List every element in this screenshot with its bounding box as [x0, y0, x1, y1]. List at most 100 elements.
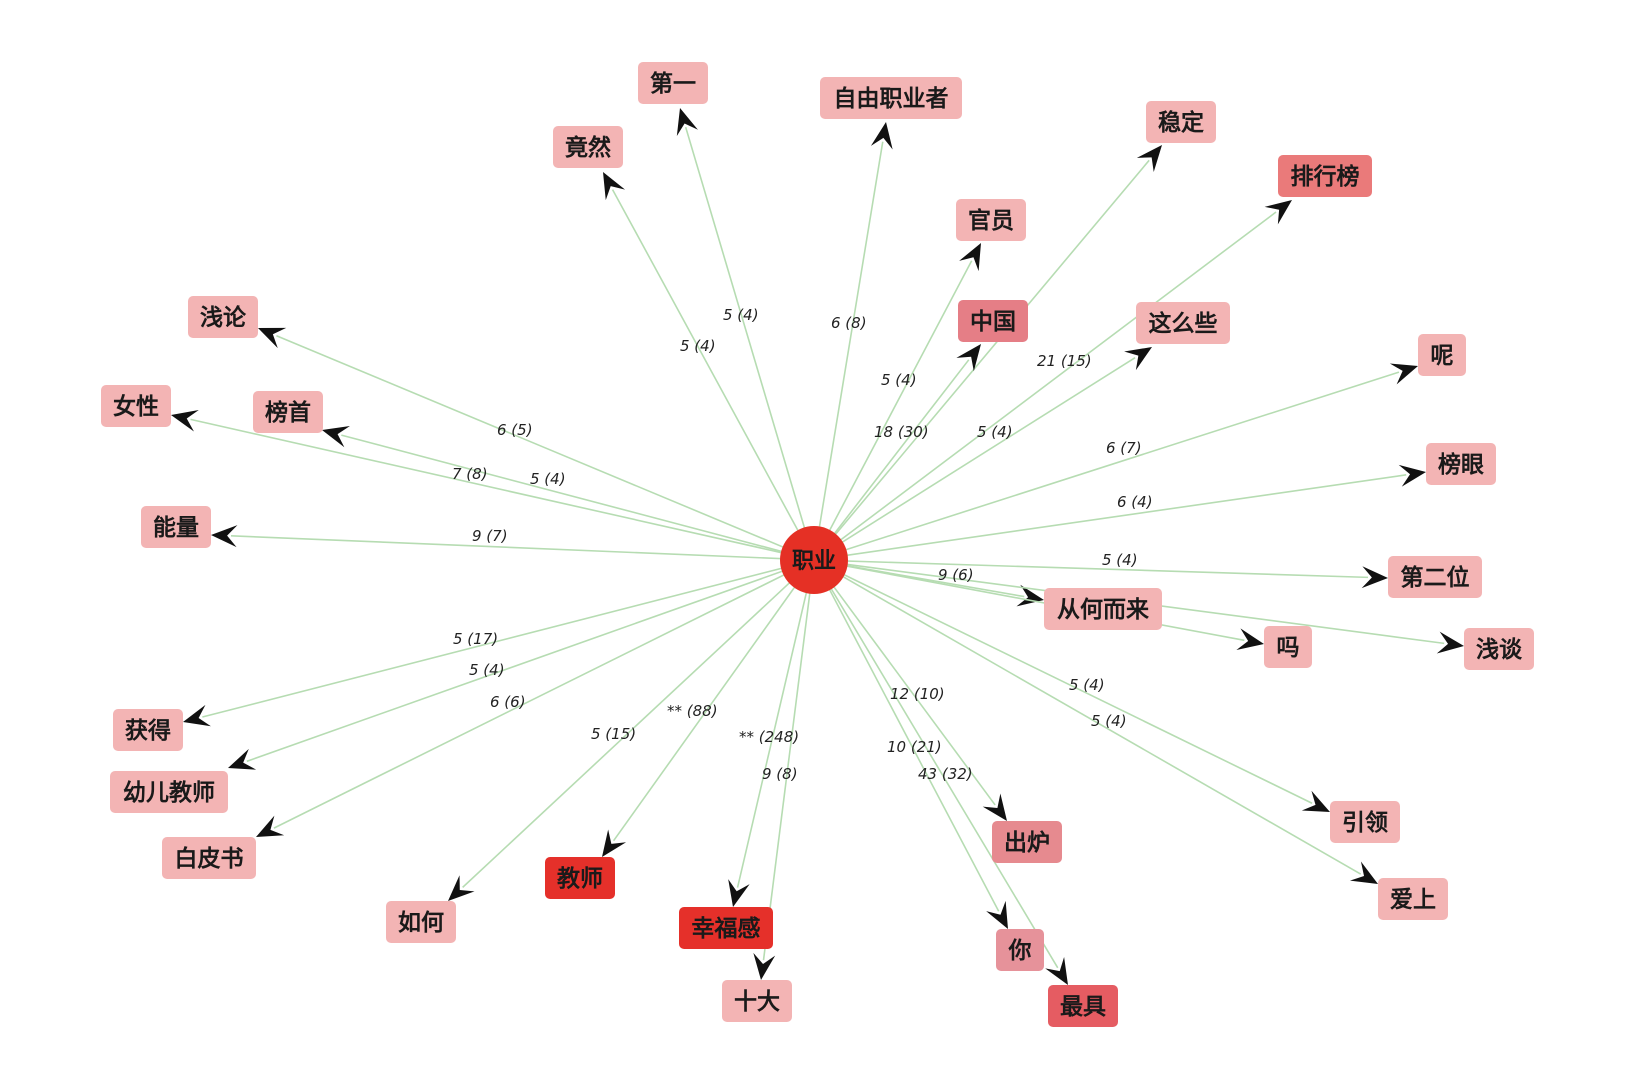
edge-n3 [603, 172, 812, 556]
node-n13[interactable]: 榜眼 [1426, 443, 1496, 485]
edge-weight-label: 5 (4) [469, 661, 505, 679]
node-box [545, 857, 615, 899]
node-n6[interactable]: 官员 [956, 199, 1026, 241]
node-n19[interactable]: 获得 [113, 709, 183, 751]
node-n16[interactable]: 从何而来 [1044, 588, 1162, 630]
node-n5[interactable]: 排行榜 [1278, 155, 1372, 197]
node-n21[interactable]: 白皮书 [162, 837, 256, 879]
node-label: 从何而来 [1057, 597, 1150, 623]
edge-line [612, 564, 812, 842]
node-n29[interactable]: 十大 [722, 980, 792, 1022]
node-n30[interactable]: 最具 [1048, 985, 1118, 1027]
edge-line [273, 561, 809, 829]
node-box [1464, 628, 1534, 670]
arrowhead-icon [1045, 957, 1068, 985]
edge-line [341, 434, 809, 560]
node-n27[interactable]: 幸福感 [679, 907, 773, 949]
node-label: 浅谈 [1476, 637, 1523, 663]
node-n3[interactable]: 竟然 [553, 126, 623, 168]
node-box [1330, 801, 1400, 843]
arrowhead-icon [183, 704, 211, 727]
node-box [1264, 626, 1312, 668]
node-n11[interactable]: 女性 [101, 385, 171, 427]
edge-n17 [819, 560, 1264, 651]
edge-n7 [258, 327, 809, 559]
arrowhead-icon [870, 122, 893, 150]
node-label: 呢 [1431, 343, 1454, 369]
edge-weight-label: 5 (4) [723, 306, 759, 324]
node-box [956, 199, 1026, 241]
node-label: 你 [1008, 938, 1032, 964]
arrowhead-icon [1301, 790, 1330, 812]
node-label: 第一 [650, 70, 696, 97]
node-n4[interactable]: 稳定 [1146, 101, 1216, 143]
node-box [101, 385, 171, 427]
node-box [141, 506, 211, 548]
arrowhead-icon [322, 426, 350, 448]
node-box [1378, 878, 1448, 920]
node-n1[interactable]: 第一 [638, 62, 708, 104]
arrowhead-icon [728, 879, 750, 907]
arrowhead-icon [676, 108, 698, 137]
node-n18[interactable]: 浅谈 [1464, 628, 1534, 670]
edge-weight-label: 5 (4) [530, 470, 566, 488]
node-label: 如何 [398, 910, 444, 936]
center-node[interactable]: 职业 [780, 526, 848, 594]
edge-n23 [816, 564, 1007, 821]
node-n28[interactable]: 你 [996, 929, 1044, 971]
edge-n5 [818, 200, 1292, 558]
node-n24[interactable]: 爱上 [1378, 878, 1448, 920]
edge-n30 [816, 564, 1068, 985]
node-box [110, 771, 228, 813]
node-n17[interactable]: 吗 [1264, 626, 1312, 668]
edge-line [818, 562, 1362, 875]
node-n7[interactable]: 浅论 [188, 296, 258, 338]
edge-line [816, 564, 1059, 969]
node-n26[interactable]: 如何 [386, 901, 456, 943]
node-label: 这么些 [1149, 310, 1218, 337]
edge-n9 [818, 347, 1152, 558]
node-n20[interactable]: 幼儿教师 [110, 771, 228, 813]
node-label: 引领 [1342, 809, 1388, 836]
node-box [820, 77, 962, 119]
node-label: 爱上 [1390, 887, 1436, 913]
node-box [386, 901, 456, 943]
node-n14[interactable]: 能量 [141, 506, 211, 548]
arrowhead-icon [1389, 363, 1418, 385]
node-label: 榜首 [265, 399, 311, 426]
arrowhead-icon [603, 172, 626, 201]
node-box [679, 907, 773, 949]
node-n9[interactable]: 这么些 [1136, 302, 1230, 344]
node-label: 浅论 [200, 304, 247, 331]
node-n22[interactable]: 引领 [1330, 801, 1400, 843]
node-n8[interactable]: 中国 [958, 300, 1028, 342]
node-n2[interactable]: 自由职业者 [820, 77, 962, 119]
node-box [188, 296, 258, 338]
edge-weight-label: 9 (6) [938, 566, 974, 584]
arrowhead-icon [1124, 347, 1152, 371]
node-label: 竟然 [565, 134, 611, 161]
edge-weight-label: 43 (32) [918, 765, 973, 783]
edge-line [230, 535, 809, 561]
node-box [1048, 985, 1118, 1027]
edge-n12 [322, 426, 809, 560]
node-box [1136, 302, 1230, 344]
node-n10[interactable]: 呢 [1418, 334, 1466, 376]
node-n25[interactable]: 教师 [545, 857, 615, 899]
node-n15[interactable]: 第二位 [1388, 556, 1482, 598]
edge-line [814, 141, 884, 555]
edge-weight-label: 6 (5) [497, 421, 533, 439]
node-n12[interactable]: 榜首 [253, 391, 323, 433]
node-label: 能量 [153, 514, 199, 541]
arrowhead-icon [1361, 566, 1388, 589]
arrowhead-icon [256, 815, 285, 837]
edge-weight-label: 12 (10) [890, 685, 945, 703]
edge-weight-label: 10 (21) [887, 738, 942, 756]
node-label: 获得 [125, 717, 171, 744]
edge-line [190, 418, 809, 560]
arrowhead-icon [956, 344, 981, 372]
node-box [253, 391, 323, 433]
node-n23[interactable]: 出炉 [992, 821, 1062, 863]
node-label: 稳定 [1158, 109, 1204, 136]
